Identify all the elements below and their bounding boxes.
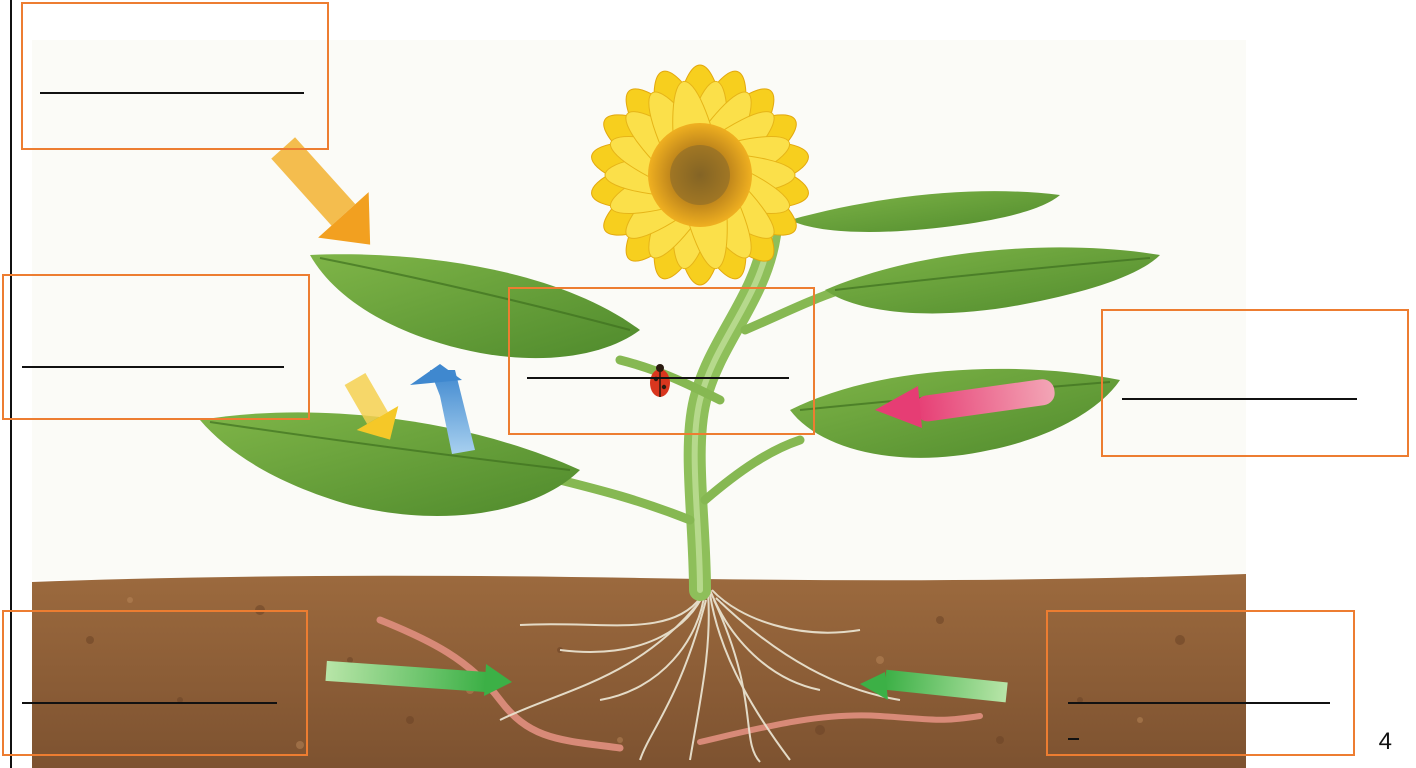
answer-blank-water[interactable] [22, 702, 277, 704]
label-box-sunlight[interactable] [21, 2, 329, 150]
answer-blank-minerals[interactable] [1068, 702, 1330, 704]
page-number: 4 [1379, 728, 1392, 756]
answer-blank-sunlight[interactable] [40, 92, 304, 94]
answer-blank-leaf[interactable] [22, 366, 284, 368]
label-box-leaf[interactable] [2, 274, 310, 420]
answer-blank-stem[interactable] [527, 377, 789, 379]
label-box-minerals[interactable] [1046, 610, 1355, 756]
label-box-air[interactable] [1101, 309, 1409, 457]
label-box-stem[interactable] [508, 287, 815, 435]
label-box-water[interactable] [2, 610, 308, 756]
answer-blank-minerals-tail [1068, 738, 1079, 740]
answer-blank-air[interactable] [1122, 398, 1357, 400]
